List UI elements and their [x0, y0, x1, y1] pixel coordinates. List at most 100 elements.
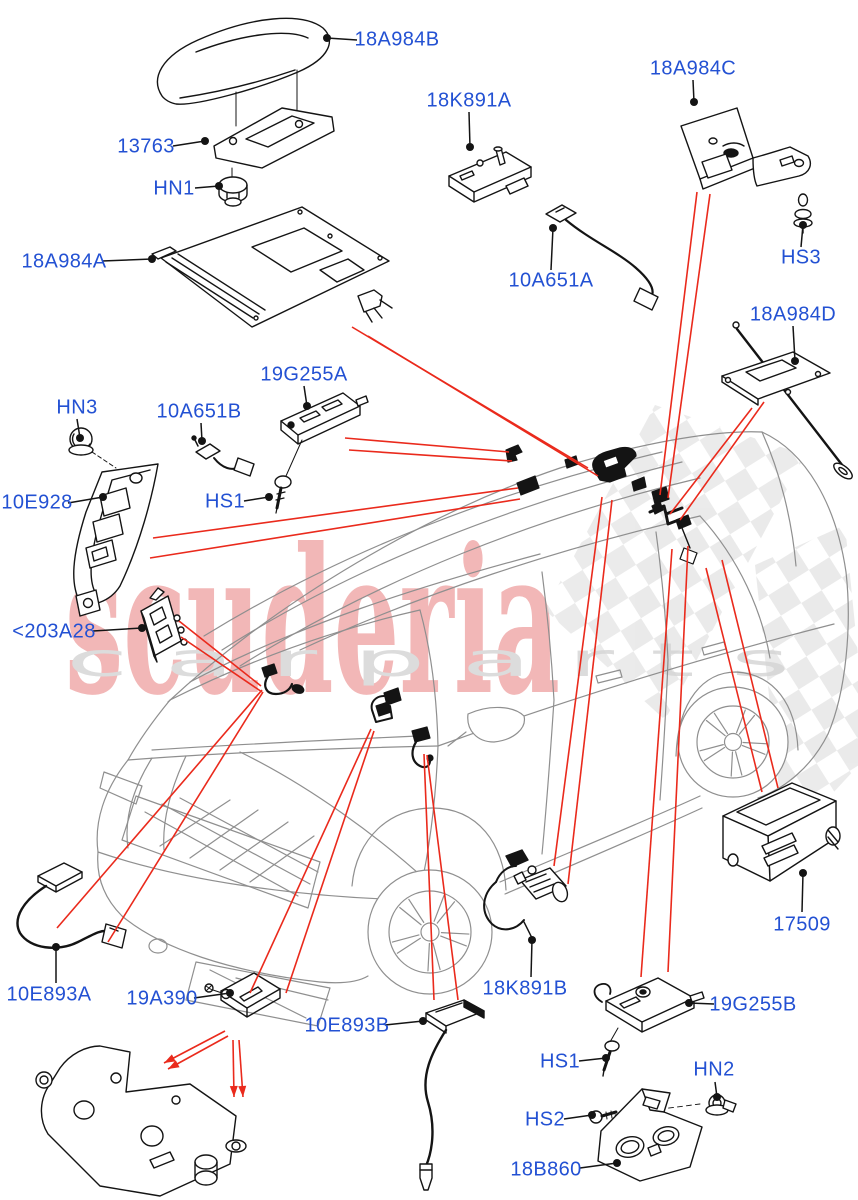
part-label-19G255B: 19G255B [709, 993, 797, 1016]
label-leader-line [193, 992, 231, 999]
wheel-spoke [703, 746, 726, 762]
label-anchor-dot [52, 943, 60, 951]
watermark: scuderia c a r p a r t s [65, 405, 858, 845]
wheel-spoke [433, 895, 445, 922]
label-leader-line [384, 1020, 424, 1026]
roof-mount-parts [261, 444, 698, 769]
label-anchor-dot [588, 1111, 596, 1119]
label-leader-line [563, 1114, 593, 1120]
wheel-spoke [440, 935, 467, 947]
part-label-19G255A: 19G255A [260, 363, 348, 386]
callout-arrowhead [238, 1085, 247, 1097]
label-anchor-dot [303, 402, 311, 410]
wheel-spoke [713, 712, 729, 735]
part-label-18K891B: 18K891B [482, 977, 568, 1000]
callout-arrowhead [164, 1054, 176, 1063]
label-anchor-dot [201, 137, 209, 145]
label-leader-line [468, 111, 471, 148]
label-leader-line [792, 325, 796, 362]
part-drawing-17509-control-module [722, 782, 841, 882]
part-drawing-mounting-bracket [35, 1045, 247, 1197]
wheel-spoke [699, 744, 724, 752]
label-anchor-dot [799, 221, 807, 229]
label-anchor-dot [226, 989, 234, 997]
part-drawing-18K891B-antenna-unit [483, 849, 569, 939]
label-leader-line [101, 258, 153, 262]
wheel-spoke [736, 709, 746, 734]
callout-red-line [667, 193, 711, 499]
label-anchor-dot [713, 1093, 721, 1101]
label-anchor-dot [198, 437, 206, 445]
part-label-10A651A: 10A651A [508, 269, 594, 292]
part-drawing-10A651A-cable [545, 204, 659, 311]
callout-red-line [721, 559, 779, 789]
part-drawing-HN2-nut [705, 1094, 737, 1116]
label-anchor-dot [215, 182, 223, 190]
wheel-spoke [432, 942, 441, 971]
part-label-18A984B: 18A984B [354, 28, 440, 51]
part-label-17509: 17509 [773, 913, 831, 936]
callout-red-line [178, 620, 262, 687]
part-label-HN3: HN3 [56, 396, 98, 419]
part-drawing-19G255A-amplifier [274, 392, 369, 514]
callout-red-line [152, 487, 519, 539]
part-label-10E893A: 10E893A [6, 983, 92, 1006]
wheel-spoke [440, 932, 470, 935]
label-anchor-dot [265, 493, 273, 501]
part-label-HS1: HS1 [204, 490, 246, 513]
label-leader-line [172, 140, 206, 147]
label-anchor-dot [791, 357, 799, 365]
part-drawings [16, 17, 853, 1197]
part-drawing-10A651B-pigtail [191, 435, 255, 477]
wheel-spoke [427, 942, 430, 972]
callout-red-line [56, 689, 263, 929]
label-anchor-dot [799, 869, 807, 877]
label-leader-line [688, 1002, 715, 1005]
label-anchor-dot [690, 98, 698, 106]
part-label-18A984A: 18A984A [21, 250, 107, 273]
part-label-10A651B: 10A651B [156, 400, 242, 423]
callout-red-line [553, 496, 603, 867]
callout-red-line [180, 636, 263, 693]
part-drawing-10E893B-antenna-cable [419, 999, 485, 1191]
wheel-spoke [735, 751, 743, 776]
part-drawing-HN1-nut [218, 176, 248, 207]
label-anchor-dot [323, 34, 331, 42]
part-drawing-18A984A-module-tray [151, 206, 393, 328]
callout-red-line [348, 449, 513, 462]
label-leader-line [530, 939, 533, 978]
part-label-203A28: <203A28 [12, 620, 96, 643]
label-leader-line [579, 1162, 618, 1169]
part-drawing-18B860-bracket [597, 1088, 703, 1182]
wheel-spoke [738, 714, 756, 735]
callout-red-line [679, 401, 765, 521]
label-leader-line [550, 227, 554, 271]
part-label-18A984C: 18A984C [649, 57, 737, 80]
callout-arrowhead [168, 1060, 180, 1069]
callout-red-line [667, 545, 689, 973]
label-anchor-dot [602, 1054, 610, 1062]
part-label-HN1: HN1 [153, 177, 195, 200]
callout-red-line [149, 498, 521, 559]
part-label-13763: 13763 [117, 135, 175, 158]
label-leader-line [326, 37, 358, 41]
label-leader-line [243, 496, 270, 502]
part-label-10E893B: 10E893B [304, 1014, 390, 1037]
callout-red-line [249, 728, 372, 994]
label-anchor-dot [76, 434, 84, 442]
callout-red-line [423, 753, 435, 1001]
wheel-spoke [408, 898, 425, 923]
callout-red-line [640, 548, 673, 978]
label-anchor-dot [138, 624, 146, 632]
part-drawing-18A984B-roof-antenna [156, 17, 331, 127]
wheel-spoke [396, 937, 421, 954]
callout-red-line [107, 691, 264, 943]
part-drawing-203A28-connector [140, 587, 188, 663]
label-leader-line [92, 627, 143, 632]
callout-red-line [367, 335, 599, 477]
part-label-HS1: HS1 [539, 1050, 581, 1073]
wheel-spoke [705, 719, 726, 737]
label-leader-line [194, 185, 220, 189]
